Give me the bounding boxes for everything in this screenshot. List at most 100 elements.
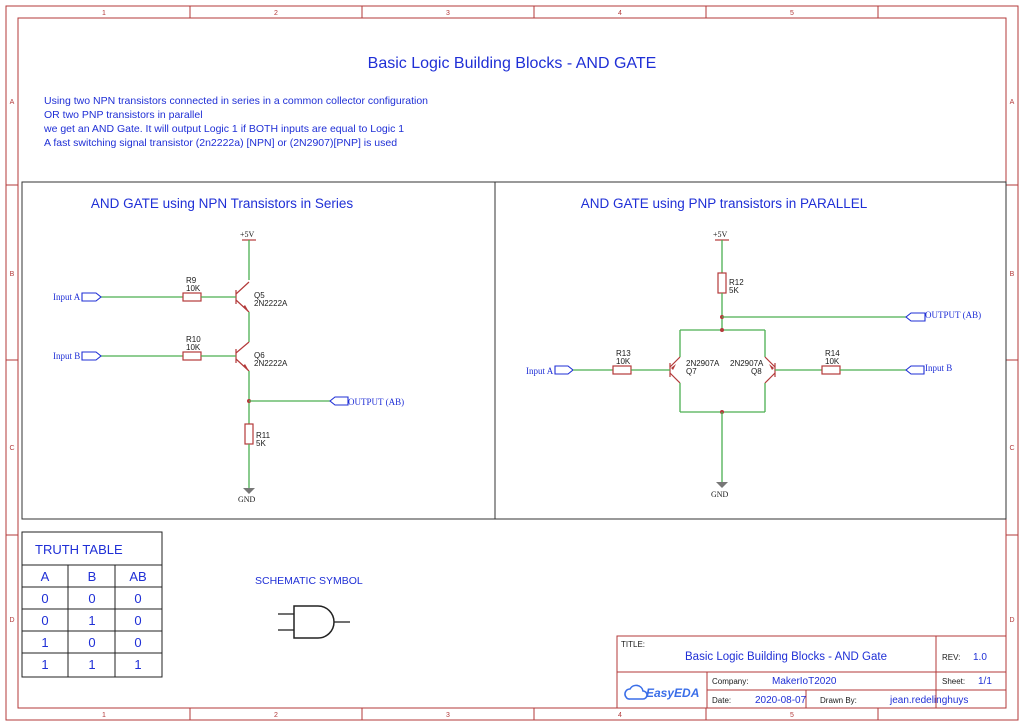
truth-table-cell: 1 <box>41 657 48 672</box>
title-block-title: Basic Logic Building Blocks - AND Gate <box>685 651 887 663</box>
output-port-icon[interactable] <box>329 396 349 406</box>
r9-value: 10K <box>186 284 201 293</box>
output-label: OUTPUT (AB) <box>348 397 404 407</box>
description: Using two NPN transistors connected in s… <box>43 95 428 149</box>
and-gate-icon[interactable] <box>278 605 350 639</box>
r11-ref: R11 <box>256 431 271 440</box>
vcc-label: +5V <box>713 230 728 239</box>
col-marker-bottom: 2 <box>274 712 278 719</box>
col-marker-top: 3 <box>446 10 450 17</box>
pnp-panel-heading: AND GATE using PNP transistors in PARALL… <box>581 196 868 211</box>
truth-table-cell: 0 <box>134 591 141 606</box>
ground-icon <box>243 488 255 494</box>
r13-ref: R13 <box>616 349 631 358</box>
r13-value: 10K <box>616 357 631 366</box>
row-marker-right: B <box>1010 271 1015 278</box>
row-marker-right: D <box>1009 617 1014 624</box>
q5-part: 2N2222A <box>254 299 288 308</box>
col-marker-bottom: 1 <box>102 712 106 719</box>
input-b-label: Input B <box>925 363 952 373</box>
input-a-port-icon[interactable] <box>554 365 574 375</box>
company-label: Company: <box>712 677 748 686</box>
sheet-title: Basic Logic Building Blocks - AND GATE <box>368 55 657 72</box>
truth-table-cell: 1 <box>134 657 141 672</box>
row-marker-left: B <box>10 271 15 278</box>
title-label: TITLE: <box>621 640 645 649</box>
row-marker-left: C <box>9 445 14 452</box>
rev-label: REV: <box>942 653 960 662</box>
npn-transistor-icon[interactable] <box>235 341 250 372</box>
col-marker-top: 5 <box>790 10 794 17</box>
output-port-icon[interactable] <box>905 312 926 322</box>
truth-table-cell: 0 <box>88 591 95 606</box>
input-a-port-icon[interactable] <box>81 292 102 302</box>
q7-part: 2N2907A <box>686 359 720 368</box>
r9-ref: R9 <box>186 276 197 285</box>
input-b-port-icon[interactable] <box>905 365 925 375</box>
resistor-icon[interactable] <box>612 365 632 375</box>
npn-panel-heading: AND GATE using NPN Transistors in Series <box>91 196 354 211</box>
logo-text: EasyEDA <box>646 686 699 700</box>
q5-ref: Q5 <box>254 291 265 300</box>
resistor-icon[interactable] <box>821 365 841 375</box>
r14-value: 10K <box>825 357 840 366</box>
resistor-icon[interactable] <box>717 272 727 294</box>
row-markers: A B C D A B C D <box>9 99 1014 624</box>
truth-table-header: AB <box>129 569 146 584</box>
r12-value: 5K <box>729 286 739 295</box>
col-marker-bottom: 3 <box>446 712 450 719</box>
date-value: 2020-08-07 <box>755 695 807 706</box>
output-label: OUTPUT (AB) <box>925 310 981 320</box>
row-marker-right: A <box>1010 99 1015 106</box>
r10-ref: R10 <box>186 335 201 344</box>
truth-table-cell: 1 <box>88 657 95 672</box>
gnd-label: GND <box>238 495 256 504</box>
col-marker-top: 4 <box>618 10 622 17</box>
input-a-label: Input A <box>53 292 81 302</box>
resistor-icon[interactable] <box>182 351 202 361</box>
description-line: OR two PNP transistors in parallel <box>44 109 203 121</box>
q8-part: 2N2907A <box>730 359 764 368</box>
col-marker-top: 1 <box>102 10 106 17</box>
row-marker-left: A <box>10 99 15 106</box>
description-line: we get an AND Gate. It will output Logic… <box>43 123 404 135</box>
drawn-by-label: Drawn By: <box>820 696 857 705</box>
drawn-by-value: jean.redelinghuys <box>889 695 968 706</box>
gnd-label: GND <box>711 490 729 499</box>
input-b-label: Input B <box>53 351 80 361</box>
q7-ref: Q7 <box>686 367 697 376</box>
row-marker-right: C <box>1009 445 1014 452</box>
resistor-icon[interactable] <box>244 423 254 445</box>
row-marker-left: D <box>9 617 14 624</box>
truth-table-cell: 0 <box>88 635 95 650</box>
r10-value: 10K <box>186 343 201 352</box>
resistor-icon[interactable] <box>182 292 202 302</box>
r12-ref: R12 <box>729 278 744 287</box>
pnp-transistor-icon[interactable] <box>669 356 681 384</box>
symbol-caption: SCHEMATIC SYMBOL <box>255 575 363 587</box>
title-block: TITLE: Basic Logic Building Blocks - AND… <box>616 635 1007 709</box>
pnp-circuit: +5V R12 5K OUTPUT (AB) 2N2907A Q7 <box>526 230 981 499</box>
input-a-label: Input A <box>526 366 554 376</box>
date-label: Date: <box>712 696 731 705</box>
npn-transistor-icon[interactable] <box>235 281 250 313</box>
truth-table-header: B <box>88 569 97 584</box>
sheet-value: 1/1 <box>978 676 992 687</box>
truth-table-cell: 0 <box>134 613 141 628</box>
q6-ref: Q6 <box>254 351 265 360</box>
input-b-port-icon[interactable] <box>81 351 102 361</box>
pnp-transistor-icon[interactable] <box>764 356 776 384</box>
vcc-label: +5V <box>240 230 255 239</box>
truth-table-cell: 0 <box>134 635 141 650</box>
truth-table-cell: 1 <box>88 613 95 628</box>
truth-table-cell: 1 <box>41 635 48 650</box>
ground-icon <box>716 482 728 488</box>
q6-part: 2N2222A <box>254 359 288 368</box>
pnp-panel-frame <box>494 181 1007 520</box>
truth-table: TRUTH TABLE A B AB 0 0 0 0 1 0 1 0 0 1 1… <box>21 531 163 678</box>
col-marker-top: 2 <box>274 10 278 17</box>
easyeda-logo: EasyEDA <box>624 684 699 700</box>
truth-table-title: TRUTH TABLE <box>35 542 123 557</box>
sheet-label: Sheet: <box>942 677 965 686</box>
